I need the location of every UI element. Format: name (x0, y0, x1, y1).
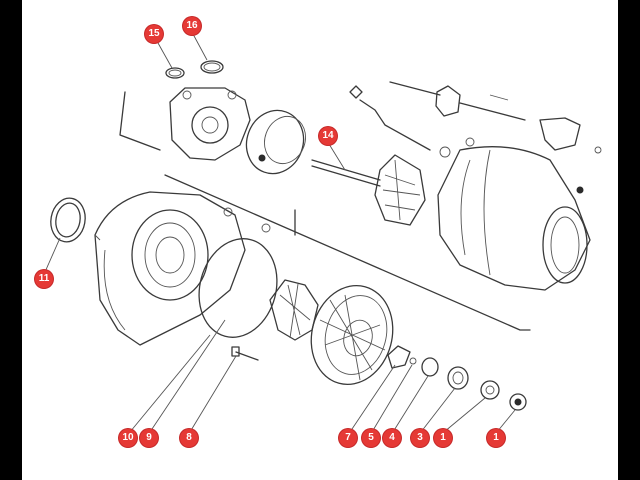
leader-lines (44, 33, 516, 433)
thrust-washer (387, 345, 411, 369)
compressor-wheel (269, 279, 319, 341)
snap-ring (409, 357, 417, 365)
callout-14: 14 (319, 127, 337, 145)
callout-7: 7 (339, 429, 357, 447)
seal-plate (310, 284, 394, 386)
callout-16: 16 (183, 17, 201, 35)
gasket-ring-11 (50, 197, 86, 243)
small-parts-row (387, 345, 527, 411)
bolt-8 (231, 346, 259, 361)
callout-1b: 1 (487, 429, 505, 447)
callout-15: 15 (145, 25, 163, 43)
callout-1a: 1 (434, 429, 452, 447)
housing-o-ring (198, 238, 278, 338)
callout-5: 5 (362, 429, 380, 447)
compressor-housing (94, 191, 271, 346)
callout-3: 3 (411, 429, 429, 447)
o-ring-16 (200, 60, 224, 74)
back-plate (245, 109, 306, 175)
bearing-housing (169, 87, 251, 161)
callout-8: 8 (180, 429, 198, 447)
bearing-3 (447, 366, 469, 390)
assembly-frame (119, 91, 531, 331)
bearing-1a (480, 380, 500, 400)
callout-11: 11 (35, 270, 53, 288)
wastegate-linkage (349, 81, 602, 158)
turbine-housing (437, 146, 591, 291)
o-ring-15 (165, 67, 185, 79)
spacer (421, 357, 439, 377)
turbine-shaft-wheel (311, 154, 426, 226)
callout-9: 9 (140, 429, 158, 447)
callout-10: 10 (119, 429, 137, 447)
bearing-1b (509, 393, 527, 411)
callout-4: 4 (383, 429, 401, 447)
